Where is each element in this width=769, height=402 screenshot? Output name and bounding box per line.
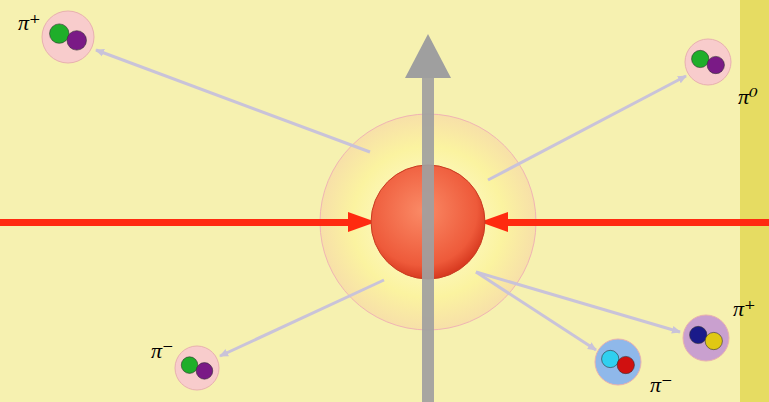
pion-label: π⁺ (18, 12, 41, 34)
quark (692, 50, 709, 67)
pion-label: π⁻ (650, 374, 673, 396)
pion-circle (41, 10, 95, 64)
pion-tracks (96, 50, 686, 356)
quark (707, 56, 724, 73)
beam-right (500, 219, 769, 226)
quark (602, 350, 619, 367)
pion-node: π⁰ (684, 38, 732, 86)
beam-left (0, 219, 356, 226)
quark (67, 31, 86, 50)
quark (181, 357, 198, 374)
quark (690, 326, 707, 343)
quark (50, 24, 69, 43)
quark (705, 332, 722, 349)
pion-label: π⁰ (738, 86, 758, 108)
axis-arrow-head (405, 34, 451, 78)
pion-node: π⁺ (41, 10, 95, 64)
pion-node: π⁻ (594, 338, 642, 386)
pion-node: π⁻ (174, 345, 220, 391)
pion-label: π⁺ (733, 298, 756, 320)
quark (196, 363, 213, 380)
pion-circle (682, 314, 730, 362)
pion-circle (594, 338, 642, 386)
pion-circle (174, 345, 220, 391)
side-strip (740, 0, 769, 402)
quark (617, 356, 634, 373)
pion-circle (684, 38, 732, 86)
pion-label: π⁻ (151, 340, 174, 362)
axis-arrow-shaft (422, 74, 434, 402)
pion-node: π⁺ (682, 314, 730, 362)
